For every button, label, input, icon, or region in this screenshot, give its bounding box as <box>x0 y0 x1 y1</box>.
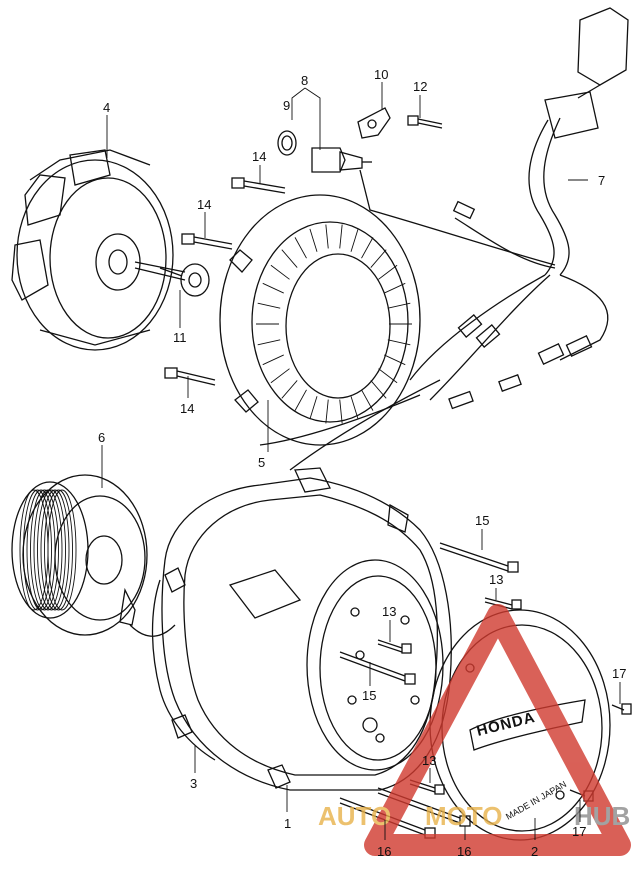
callout-13-center: 13 <box>382 604 396 619</box>
coil-winding <box>26 489 56 611</box>
leader-lines <box>101 82 621 840</box>
stator-tooth <box>270 264 290 280</box>
stator-tooth <box>281 249 298 268</box>
made-in-japan-text: MADE IN JAPAN <box>504 779 568 822</box>
callout-10: 10 <box>374 67 388 82</box>
callout-9: 9 <box>283 98 290 113</box>
watermark: AUTO MOTO HUB <box>318 604 631 856</box>
stator-tooth <box>361 389 374 411</box>
callout-16-right: 16 <box>457 844 471 859</box>
stator-tooth <box>257 339 281 346</box>
stator-tooth <box>270 368 290 384</box>
coil-winding <box>40 489 70 611</box>
rotor-part-4 <box>11 149 186 351</box>
screw-part-13-center <box>377 639 412 654</box>
stator-tooth <box>294 389 307 411</box>
coil-winding <box>23 489 52 611</box>
callout-6: 6 <box>98 430 105 445</box>
callout-12: 12 <box>413 79 427 94</box>
callout-8: 8 <box>301 73 308 88</box>
honda-badge-text: HONDA <box>475 709 537 740</box>
callout-14-middle: 14 <box>197 197 211 212</box>
callout-7: 7 <box>598 173 605 188</box>
bolt-part-14-middle <box>181 233 233 250</box>
callout-15-center: 15 <box>362 688 376 703</box>
watermark-triangle-icon <box>364 604 631 856</box>
sensor-part-8 <box>311 147 372 173</box>
stator-tooth <box>350 228 359 252</box>
screw-part-17-upper <box>611 703 632 715</box>
bolt-part-14-lower <box>164 367 216 386</box>
screw-part-12 <box>407 115 443 129</box>
coil-winding <box>37 489 66 611</box>
stator-tooth <box>378 264 398 280</box>
stator-tooth <box>361 237 374 259</box>
callout-14-upper: 14 <box>252 149 266 164</box>
callout-13-lower: 13 <box>422 753 436 768</box>
stator-tooth <box>384 354 406 366</box>
callout-labels: 4 11 6 8 9 10 12 14 14 14 5 7 15 13 13 1… <box>98 67 626 859</box>
watermark-text-right: HUB <box>574 801 630 831</box>
stator-tooth <box>325 399 329 424</box>
screw-part-15-top <box>439 542 519 573</box>
stator-tooth <box>370 249 387 268</box>
coil-part-6 <box>11 474 176 637</box>
stator-tooth <box>387 302 411 309</box>
stator-tooth <box>309 228 318 252</box>
callout-15-top: 15 <box>475 513 489 528</box>
callout-2: 2 <box>531 844 538 859</box>
coil-winding <box>44 489 73 611</box>
callout-13-right: 13 <box>489 572 503 587</box>
screw-part-15-center <box>339 651 416 685</box>
stator-tooth <box>262 282 284 294</box>
generator-cover-part-3 <box>151 477 452 791</box>
callout-4: 4 <box>103 100 110 115</box>
stator-tooth <box>370 380 387 399</box>
bracket-part-10 <box>357 107 391 139</box>
o-ring-part-9 <box>277 130 297 156</box>
coil-winding <box>30 489 59 611</box>
stator-tooth <box>294 237 307 259</box>
stator-tooth <box>378 368 398 384</box>
callout-11: 11 <box>173 330 187 345</box>
bolt-part-11 <box>159 263 210 297</box>
callout-14-lower: 14 <box>180 401 194 416</box>
stator-tooth <box>350 396 359 420</box>
stator-tooth <box>281 380 298 399</box>
coil-winding <box>33 489 63 611</box>
callout-17-upper: 17 <box>612 666 626 681</box>
callout-16-left: 16 <box>377 844 391 859</box>
stator-tooth <box>325 224 329 249</box>
callout-17-lower: 17 <box>572 824 586 839</box>
watermark-text-middle: MOTO <box>425 801 503 831</box>
stator-tooth <box>339 399 343 424</box>
bolt-part-14-upper <box>231 177 286 194</box>
stator-part-5 <box>219 194 421 446</box>
callout-3: 3 <box>190 776 197 791</box>
callout-5: 5 <box>258 455 265 470</box>
stator-tooth <box>262 354 284 366</box>
stator-tooth <box>309 396 318 420</box>
watermark-text-left: AUTO <box>318 801 391 831</box>
stator-tooth <box>384 282 406 294</box>
wire-harness-part-7 <box>259 7 629 493</box>
stator-tooth <box>257 302 281 309</box>
coil-winding <box>47 489 77 611</box>
stator-tooth <box>339 224 343 249</box>
stator-tooth <box>387 339 411 346</box>
callout-1: 1 <box>284 816 291 831</box>
